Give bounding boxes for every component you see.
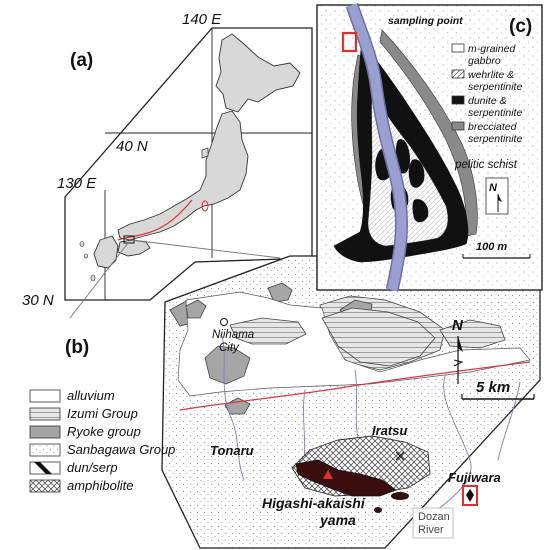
- river: [221, 335, 245, 481]
- higashi-akaishi-marker: [323, 470, 333, 479]
- river-c: [347, 3, 407, 292]
- fujiwara-body: [466, 489, 474, 502]
- legend-label: Ryoke group: [67, 424, 141, 439]
- legend-label: Sanbagawa Group: [67, 442, 175, 457]
- small-island: [79, 241, 85, 247]
- river: [497, 381, 521, 461]
- hokkaido-island: [215, 33, 301, 113]
- legend-c-label: serpentinite: [468, 133, 522, 145]
- dozan-label-box: [412, 507, 454, 539]
- legend-c-label: dunite &: [468, 95, 507, 107]
- izumi-group-area: [321, 307, 436, 367]
- north-arrow-b-tail: [453, 359, 464, 367]
- honshu-island: [117, 110, 249, 241]
- legend-c-label: serpentinite: [468, 81, 522, 93]
- panel-c-label: (c): [509, 16, 532, 37]
- legend-label: alluvium: [67, 388, 115, 403]
- izumi-group-area: [229, 317, 307, 345]
- legend-c-swatch-dunite: [451, 95, 465, 105]
- fujiwara-highlight-box: [462, 485, 478, 506]
- leader-line: [131, 239, 281, 259]
- legend-label: dun/serp: [67, 460, 118, 475]
- river: [419, 375, 472, 526]
- legend-swatch-alluvium: [29, 389, 61, 403]
- higashi-akaishi-label-2: yama: [319, 512, 356, 528]
- north-arrow-b-head: [458, 336, 463, 352]
- small-island: [84, 253, 88, 259]
- legend-swatch-izumi: [29, 407, 61, 421]
- pelitic-schist-label: pelitic schist: [454, 159, 518, 171]
- panel-c: sampling point (c) m-grained gabbro wehr…: [316, 3, 543, 292]
- latitude-30n-label: 30 N: [22, 292, 54, 309]
- legend-swatch-ryoke: [29, 425, 61, 439]
- longitude-130e-label: 130 E: [57, 175, 97, 192]
- legend-swatch-dunserp-fill: [34, 462, 52, 474]
- tonaru-label: Tonaru: [210, 443, 254, 458]
- legend-label: amphibolite: [67, 478, 134, 493]
- ryoke-group-area: [204, 345, 251, 385]
- sanbagawa-outcrop: [201, 200, 209, 212]
- north-arrow-c-box: [485, 177, 509, 215]
- north-arrow-c-head: [498, 194, 502, 202]
- leader-line: [69, 242, 129, 319]
- scale-label-c: 100 m: [476, 241, 507, 253]
- panel-b-legend: alluvium Izumi Group Ryoke group Sanbaga…: [29, 388, 175, 493]
- niihama-label-2: City: [219, 342, 240, 354]
- legend-c-swatch-brecciated: [451, 121, 465, 131]
- dunite-serpentinite-body: [391, 492, 409, 500]
- dozan-label-2: River: [418, 524, 444, 536]
- panel-b: Niihama City Tonaru Iratsu Fujiwara Higa…: [65, 255, 541, 549]
- legend-c-label: gabbro: [468, 55, 501, 67]
- dunite-pod: [412, 199, 429, 223]
- dunite-serpentinite-body: [295, 459, 397, 497]
- panel-b-label: (b): [65, 337, 89, 358]
- panel-a-label: (a): [70, 50, 93, 71]
- small-island: [90, 274, 96, 282]
- sanbagawa-belt-trace: [117, 199, 193, 241]
- ryoke-group-area: [185, 299, 207, 319]
- north-label-c: N: [489, 182, 498, 194]
- izumi-group-area: [439, 319, 506, 349]
- legend-c-swatch-wehrlite: [451, 69, 465, 79]
- iratsu-x-marker: [395, 451, 405, 461]
- median-tectonic-line: [179, 361, 531, 411]
- sado-island: [201, 147, 209, 159]
- sampling-point-label: sampling point: [388, 15, 463, 27]
- legend-swatch-amphibolite: [29, 479, 61, 493]
- niihama-label-1: Niihama: [212, 329, 254, 341]
- north-label-b: N: [452, 317, 464, 334]
- scale-label-b: 5 km: [476, 379, 510, 396]
- study-area-box: [123, 235, 135, 244]
- longitude-140e-label: 140 E: [182, 11, 222, 28]
- sampling-point-marker: [341, 31, 358, 53]
- higashi-akaishi-label-1: Higashi-akaishi: [262, 495, 366, 511]
- legend-swatch-sanbagawa: [29, 443, 61, 457]
- legend-c-label: brecciated: [468, 121, 518, 133]
- legend-c-label: serpentinite: [468, 107, 522, 119]
- legend-c-swatch-gabbro: [451, 43, 465, 53]
- latitude-40n-label: 40 N: [116, 138, 148, 155]
- dunite-serpentinite-body: [374, 507, 382, 513]
- fujiwara-label: Fujiwara: [448, 470, 501, 485]
- niihama-city-marker: [220, 318, 228, 326]
- dozan-label-1: Dozan: [418, 511, 450, 523]
- legend-c-label: m-grained: [468, 43, 516, 55]
- panel-a: (a) 140 E 40 N 130 E 30 N: [22, 11, 313, 309]
- legend-label: Izumi Group: [67, 406, 138, 421]
- legend-c-label: wehrlite &: [468, 69, 514, 81]
- iratsu-label: Iratsu: [372, 423, 407, 438]
- dunite-pod: [408, 159, 425, 188]
- alluvium-area: [177, 291, 531, 397]
